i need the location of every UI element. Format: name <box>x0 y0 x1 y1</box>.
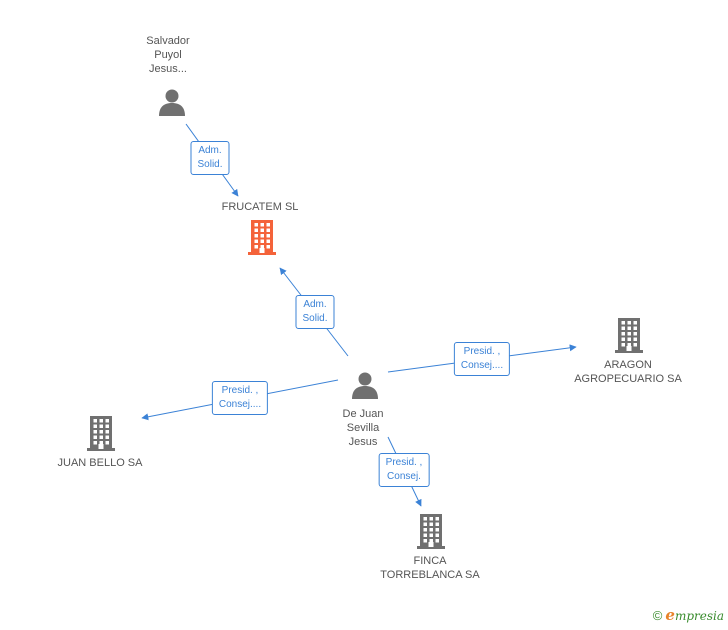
node-label-finca[interactable]: FINCA TORREBLANCA SA <box>380 554 479 582</box>
node-label-line: FINCA <box>413 555 447 567</box>
building-icon-focus[interactable] <box>247 219 277 260</box>
node-label-juanbello[interactable]: JUAN BELLO SA <box>58 456 143 470</box>
edge-label-dejuan-frucatem[interactable]: Adm. Solid. <box>295 295 335 329</box>
edge-label-line: Consej.... <box>218 399 262 410</box>
edge-label-line: Presid. , <box>221 385 259 396</box>
node-label-line: TORREBLANCA SA <box>380 569 480 581</box>
building-icon[interactable] <box>86 415 116 456</box>
node-label-line: FRUCATEM SL <box>221 201 299 213</box>
edge-label-line: Solid. <box>302 313 328 324</box>
edge-label-line: Adm. <box>198 145 222 156</box>
edge-label-line: Presid. , <box>385 457 423 468</box>
node-label-line: Puyol <box>154 49 182 61</box>
node-label-line: Jesus <box>348 436 378 448</box>
node-label-line: Salvador <box>146 35 190 47</box>
edge-label-line: Solid. <box>197 159 223 170</box>
person-icon[interactable] <box>157 87 187 122</box>
edge-label-line: Presid. , <box>463 346 501 357</box>
edge-label-dejuan-juanbello[interactable]: Presid. , Consej.... <box>211 381 269 415</box>
edge-label-line: Consej. <box>387 471 421 482</box>
node-label-line: Sevilla <box>346 422 380 434</box>
brand-logo: empresia <box>665 606 724 624</box>
node-label-line: JUAN BELLO SA <box>57 457 143 469</box>
node-label-frucatem[interactable]: FRUCATEM SL <box>222 200 299 214</box>
footer-brand: © empresia <box>653 606 724 624</box>
node-label-line: ARAGON <box>604 359 652 371</box>
node-label-line: Jesus... <box>149 63 187 75</box>
node-label-line: De Juan <box>342 408 384 420</box>
edge-label-salvador-frucatem[interactable]: Adm. Solid. <box>190 141 230 175</box>
edge-label-dejuan-aragon[interactable]: Presid. , Consej.... <box>453 342 511 376</box>
person-icon[interactable] <box>350 370 380 405</box>
copyright-symbol: © <box>652 607 663 623</box>
node-label-aragon[interactable]: ARAGON AGROPECUARIO SA <box>574 358 682 386</box>
edge-label-line: Adm. <box>303 299 327 310</box>
building-icon[interactable] <box>416 513 446 554</box>
edge-label-line: Consej.... <box>460 360 504 371</box>
edge-label-dejuan-finca[interactable]: Presid. , Consej. <box>378 453 430 487</box>
node-label-line: AGROPECUARIO SA <box>574 373 682 385</box>
building-icon[interactable] <box>614 317 644 358</box>
